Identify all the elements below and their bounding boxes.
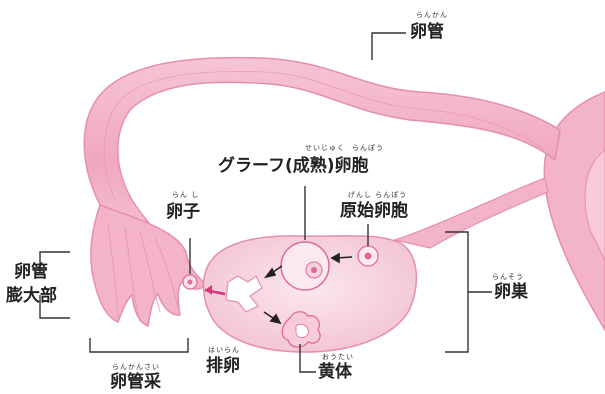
- fimbria-label: 卵管采: [110, 374, 161, 391]
- primordial-follicle-label: 原始卵胞: [340, 203, 408, 220]
- ampulla-label-line1: 卵管: [14, 264, 48, 281]
- ovum-ruby: らん し: [172, 192, 199, 199]
- corpus-luteum-label: 黄体: [318, 364, 352, 381]
- ampulla-label-line2: 膨大部: [6, 288, 57, 305]
- graafian-ruby-1: せいじゅく: [305, 145, 345, 152]
- ovulation-ruby: はいらん: [208, 347, 240, 354]
- oviduct-ruby: らんかん: [416, 12, 448, 19]
- ovulation-label: 排卵: [206, 358, 240, 375]
- graafian-follicle: [281, 242, 329, 290]
- fimbria-ruby: らんかんさい: [112, 364, 160, 371]
- graafian-follicle-label: グラーフ(成熟)卵胞: [218, 158, 369, 175]
- ovarian-ligament: [395, 178, 548, 248]
- graafian-ruby-2: らんぽう: [352, 145, 384, 152]
- ovum-label: 卵子: [166, 204, 200, 221]
- ovary-label: 卵巣: [494, 284, 528, 301]
- primordial-ruby: げんし らんぽう: [348, 192, 407, 199]
- ovary-ruby: らんそう: [492, 274, 524, 281]
- corpus-luteum-ruby: おうたい: [322, 354, 354, 361]
- oviduct-label: 卵管: [410, 24, 444, 41]
